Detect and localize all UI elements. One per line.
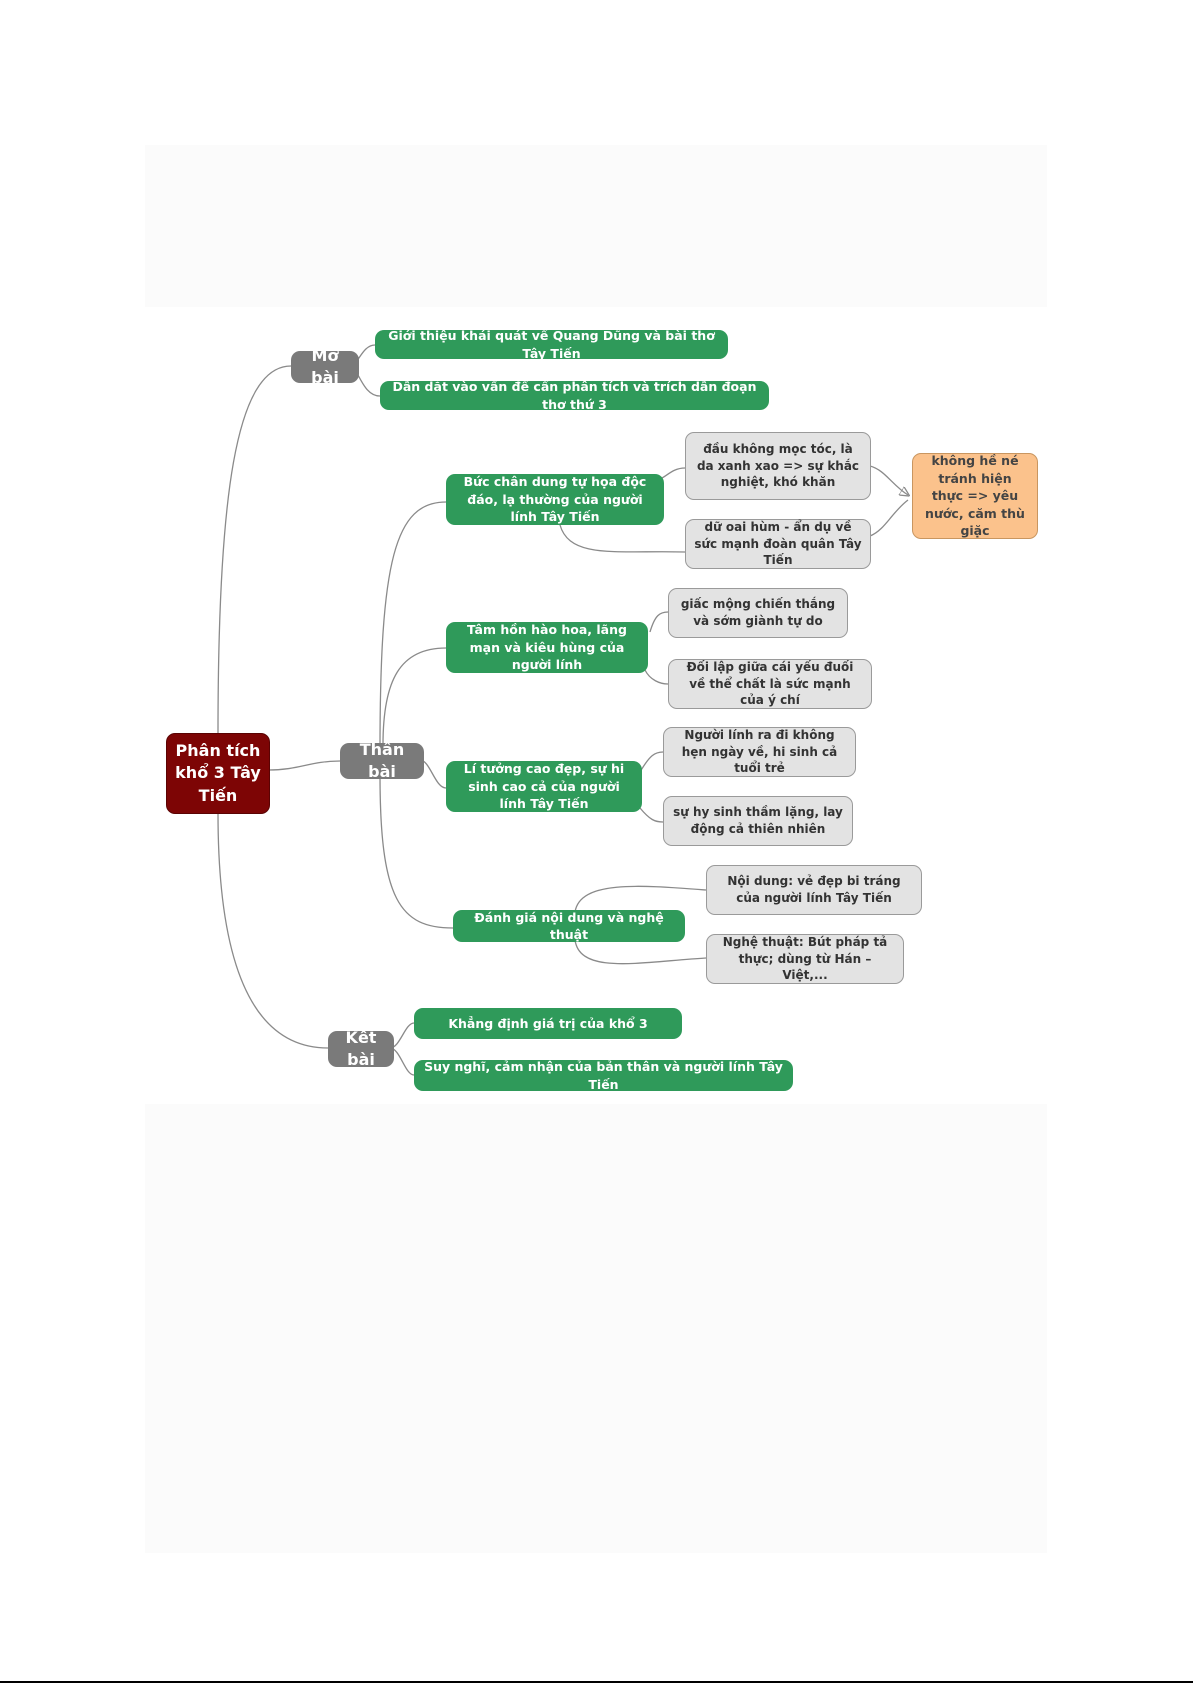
link-detail-2-conclusion [869, 499, 909, 537]
section-than-bai: Thân bài [340, 740, 424, 781]
link-root-ket-bai [217, 812, 329, 1049]
link-than-bai-branch-1 [379, 501, 447, 751]
than-bai-branch-1: Bức chân dung tự họa độc đáo, lạ thường … [446, 474, 664, 525]
mo-bai-item-1: Giới thiệu khái quát về Quang Dũng và bà… [375, 328, 728, 361]
link-branch-4-detail-2 [574, 939, 707, 965]
ket-bai-item-1: Khẳng định giá trị của khổ 3 [414, 1008, 682, 1039]
link-branch-2-detail-1 [649, 611, 669, 633]
root-node: Phân tích khổ 3 Tây Tiến [166, 733, 270, 814]
bottom-blank-panel [145, 1104, 1047, 1553]
branch-2-detail-1: giấc mộng chiến thắng và sớm giành tự do [668, 588, 848, 638]
branch-3-detail-2: sự hy sinh thầm lặng, lay động cả thiên … [663, 796, 853, 846]
branch-3-detail-1: Người lính ra đi không hẹn ngày về, hi s… [663, 727, 856, 777]
section-ket-bai: Kết bài [328, 1028, 394, 1069]
branch-4-detail-2: Nghệ thuật: Bút pháp tả thực; dùng từ Há… [706, 934, 904, 984]
section-mo-bai: Mở bài [291, 346, 359, 387]
branch-4-detail-1: Nội dung: vẻ đẹp bi tráng của người lính… [706, 865, 922, 915]
than-bai-branch-3: Lí tưởng cao đẹp, sự hi sinh cao cả của … [446, 761, 642, 812]
link-root-mo-bai [217, 365, 292, 734]
ket-bai-item-2: Suy nghĩ, cảm nhận của bản thân và người… [414, 1059, 793, 1092]
link-detail-1-conclusion [869, 465, 908, 495]
branch-1-detail-2: dữ oai hùm - ẩn dụ về sức mạnh đoàn quân… [685, 519, 871, 569]
branch-2-detail-2: Đối lập giữa cái yếu đuối về thể chất là… [668, 659, 872, 709]
than-bai-branch-2: Tâm hồn hào hoa, lãng mạn và kiêu hùng c… [446, 622, 648, 673]
link-than-bai-branch-2 [382, 647, 447, 746]
mo-bai-item-2: Dẫn dắt vào vấn đề cần phân tích và tríc… [380, 379, 769, 412]
link-branch-4-detail-1 [574, 885, 707, 913]
link-branch-3-detail-2 [639, 807, 664, 823]
link-than-bai-branch-4 [379, 774, 454, 929]
branch-1-conclusion: không hề né tránh hiện thực => yêu nước,… [912, 453, 1038, 539]
link-branch-1-detail-2 [559, 524, 686, 553]
branch-1-detail-1: đầu không mọc tóc, là da xanh xao => sự … [685, 432, 871, 500]
link-branch-2-detail-2 [644, 669, 669, 685]
than-bai-branch-4: Đánh giá nội dung và nghệ thuật [453, 910, 685, 942]
link-branch-3-detail-1 [639, 751, 664, 773]
top-blank-panel [145, 145, 1047, 307]
page-bottom-border [0, 1681, 1193, 1683]
link-root-than-bai [267, 760, 341, 771]
